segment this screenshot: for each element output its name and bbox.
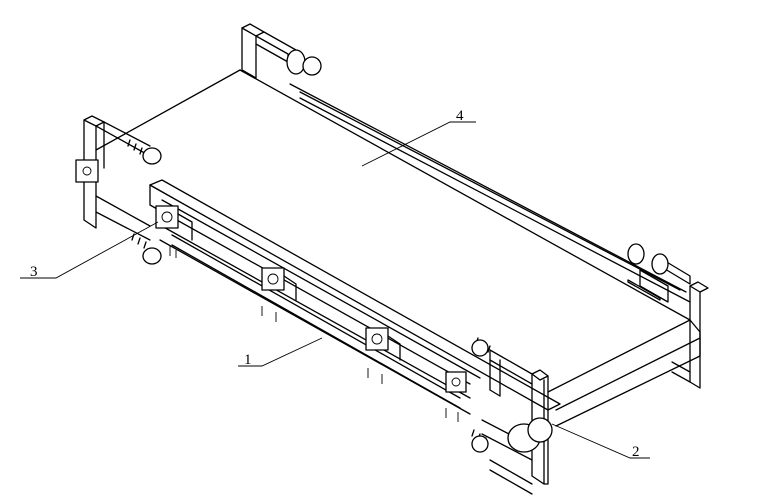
label-3: 3 <box>30 264 38 280</box>
tensioner-springs <box>127 49 669 453</box>
left-front-frame <box>75 115 151 241</box>
label-1: 1 <box>244 352 252 368</box>
label-2: 2 <box>632 444 640 460</box>
mounting-brackets <box>155 205 467 422</box>
back-frame <box>241 23 709 389</box>
roller-end <box>507 417 553 453</box>
label-4: 4 <box>456 108 464 124</box>
leader-lines <box>20 121 650 459</box>
front-side-rail <box>149 179 561 415</box>
